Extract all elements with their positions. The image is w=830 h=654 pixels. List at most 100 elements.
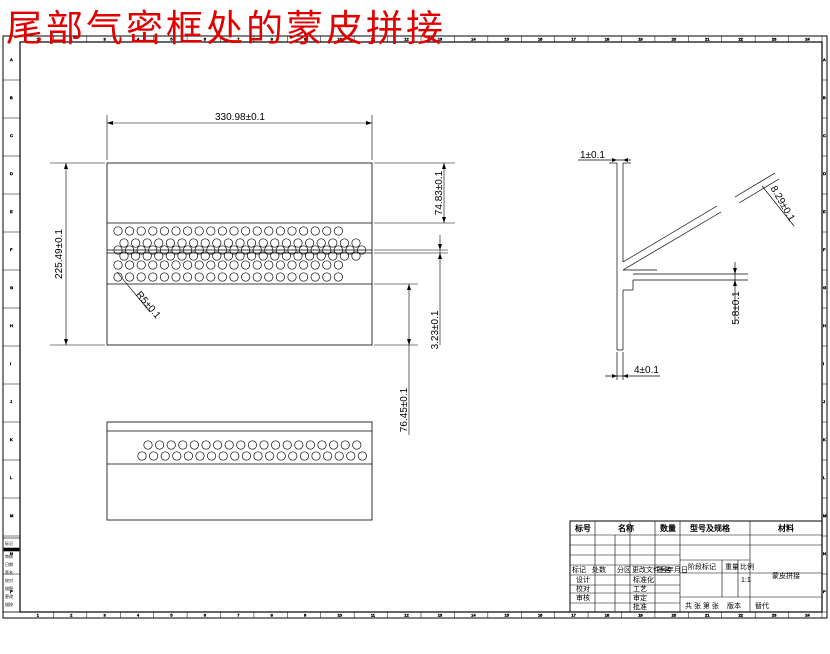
rivet-hole: [229, 245, 239, 255]
frame-tick-label: L: [10, 475, 13, 480]
tb-replace-label: 替代: [755, 601, 769, 610]
section-arrows: [612, 158, 737, 378]
rivet-hole: [270, 238, 280, 248]
rivet-hole: [288, 451, 298, 461]
frame-tick-label: 23: [772, 613, 777, 618]
dim-width: 330.98±0.1: [215, 112, 265, 123]
rivet-hole: [253, 451, 263, 461]
rivet-hole: [247, 440, 257, 450]
frame-tick-label: 15: [505, 613, 510, 618]
rivet-hole: [200, 251, 210, 261]
rivet-hole: [340, 440, 350, 450]
rivet-hole: [345, 245, 355, 255]
frame-tick-label: 5: [170, 37, 173, 42]
rivet-hole: [333, 272, 343, 282]
rivet-hole: [217, 245, 227, 255]
skin-panel-outline: [106, 162, 373, 346]
title-block: [569, 520, 823, 613]
rivet-hole: [165, 251, 175, 261]
frame-tick-label: 10: [337, 613, 342, 618]
frame-tick-label: 13: [438, 613, 443, 618]
rivet-hole: [264, 272, 274, 282]
rivet-hole: [252, 260, 262, 270]
rivet-hole: [252, 245, 262, 255]
rivet-hole: [247, 238, 257, 248]
tb-cell: 设计: [576, 575, 590, 584]
rivet-hole: [322, 272, 332, 282]
rivet-hole: [195, 451, 205, 461]
rivet-hole: [310, 226, 320, 236]
tb-header-1: 名称: [618, 523, 634, 533]
frame-tick-label: 15: [505, 37, 510, 42]
tb-header-4: 材料: [778, 523, 794, 533]
frame-tick-label: 16: [538, 37, 543, 42]
rivet-hole: [316, 238, 326, 248]
tb-cell: 审核: [576, 593, 590, 602]
rivet-hole: [264, 245, 274, 255]
dim-height: 225.49±0.1: [54, 229, 65, 279]
rivet-hole: [305, 440, 315, 450]
rivet-hole: [217, 260, 227, 270]
rivet-hole: [189, 238, 199, 248]
tb-header-3: 型号及规格: [690, 523, 731, 533]
rivet-hole: [241, 260, 251, 270]
side-strip: [2, 537, 21, 613]
rivet-hole: [310, 245, 320, 255]
title-block-rows: 标记 处数 分区 更改文件号 签名 年月日 设计 标准化 校对 工艺 审核 审定…: [572, 562, 800, 611]
rivet-hole: [333, 226, 343, 236]
rivet-hole: [148, 226, 158, 236]
side-label: 描图: [5, 585, 13, 591]
tb-cell: 校对: [576, 584, 590, 593]
rivet-hole: [159, 226, 169, 236]
rivet-hole: [351, 238, 361, 248]
frame-tick-label: K: [823, 437, 826, 442]
frame-tick-label: 10: [337, 37, 342, 42]
frame-tick-label: 3: [104, 613, 107, 618]
rivet-hole: [171, 260, 181, 270]
rivet-hole: [224, 440, 234, 450]
rivet-hole: [212, 238, 222, 248]
rivet-hole: [217, 272, 227, 282]
rivet-hole: [149, 451, 159, 461]
rivet-hole: [148, 260, 158, 270]
rivet-hole: [258, 251, 268, 261]
rivet-hole: [189, 251, 199, 261]
rivet-hole: [143, 440, 153, 450]
rivet-hole: [189, 440, 199, 450]
side-label: 更改: [5, 593, 13, 599]
frame-tick-label: 9: [304, 613, 307, 618]
frame-tick-label: 20: [672, 37, 677, 42]
rivet-hole: [236, 440, 246, 450]
frame-tick-label: 6: [204, 37, 207, 42]
frame-tick-label: N: [823, 551, 826, 556]
frame-tick-label: 24: [805, 613, 810, 618]
dim-section-base: 4±0.1: [634, 365, 659, 376]
dim-section-diagonal: 8.29±0.1: [768, 184, 797, 224]
rivet-hole: [177, 238, 187, 248]
frame-tick-label: 22: [738, 613, 743, 618]
tb-cell: 审定: [633, 593, 647, 602]
frame-tick-label: 19: [638, 37, 643, 42]
rivet-hole: [310, 272, 320, 282]
rivet-hole: [183, 260, 193, 270]
tb-cell: 年月日: [667, 565, 688, 574]
frame-tick-label: 13: [438, 37, 443, 42]
rivet-hole: [178, 440, 188, 450]
tb-cell: 标记: [572, 565, 586, 574]
rivet-hole: [142, 238, 152, 248]
rivet-hole: [305, 251, 315, 261]
rivet-hole: [136, 272, 146, 282]
frame-tick-label: H: [10, 323, 13, 328]
skin-strip-outline: [106, 421, 373, 521]
frame-tick-label: C: [823, 133, 826, 138]
rivet-hole: [299, 226, 309, 236]
frame-tick-label: 14: [471, 37, 476, 42]
tb-header-0: 标号: [574, 523, 591, 533]
dimension-lines: [50, 115, 455, 435]
rivet-hole: [252, 226, 262, 236]
rivet-hole: [136, 226, 146, 236]
rivet-hole: [119, 238, 129, 248]
title-block-header: 标号 名称 数量 型号及规格 材料: [574, 523, 794, 533]
rivet-hole: [230, 451, 240, 461]
